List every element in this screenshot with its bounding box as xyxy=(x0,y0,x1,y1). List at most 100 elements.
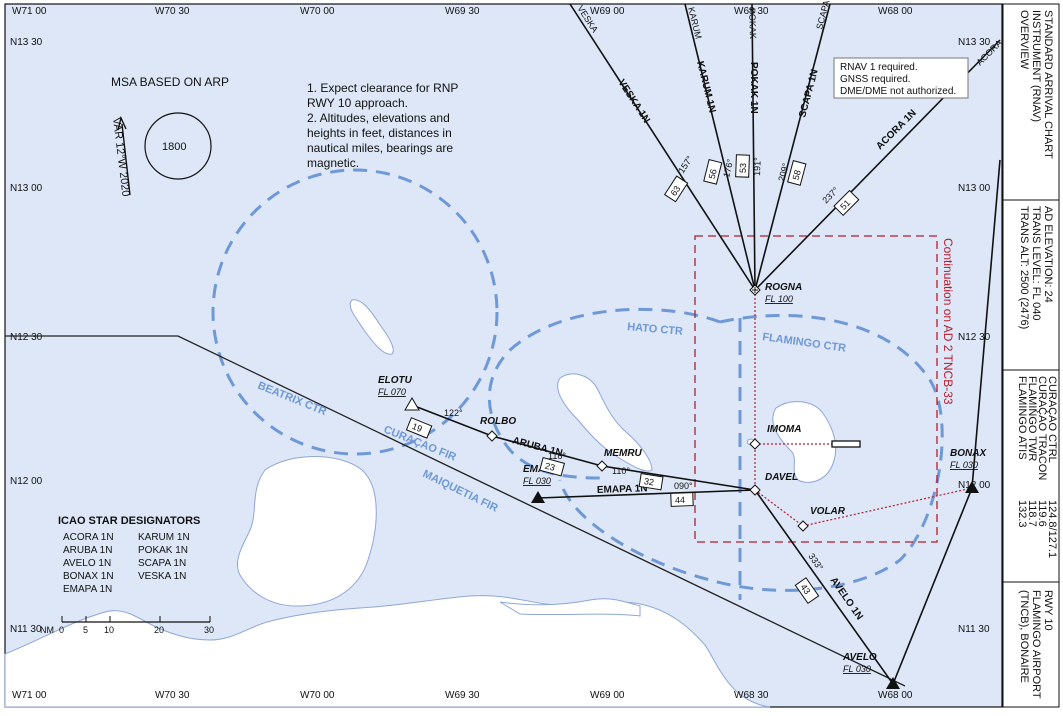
svg-text:TRANS ALT: 2500 (2476): TRANS ALT: 2500 (2476) xyxy=(1018,206,1030,329)
svg-text:heights in feet, distances in: heights in feet, distances in xyxy=(307,126,452,140)
avelo-label: AVELO xyxy=(842,652,877,663)
designators-list: ACORA 1N ARUBA 1N AVELO 1N BONAX 1N EMAP… xyxy=(63,532,190,595)
scapa-route-line xyxy=(754,3,831,291)
svg-text:N11 30: N11 30 xyxy=(958,624,990,635)
emapa-fl: FL 030 xyxy=(523,476,551,486)
svg-text:DME/DME not authorized.: DME/DME not authorized. xyxy=(840,86,956,97)
svg-text:W71 00: W71 00 xyxy=(12,6,47,17)
svg-text:ACORA 1N: ACORA 1N xyxy=(63,532,114,543)
davel-fix-icon xyxy=(749,484,761,496)
svg-text:19: 19 xyxy=(411,421,424,434)
svg-text:090°: 090° xyxy=(674,481,693,491)
notes: 1. Expect clearance for RNP RWY 10 appro… xyxy=(307,81,458,170)
svg-text:KARUM 1N: KARUM 1N xyxy=(138,532,190,543)
svg-text:N13 00: N13 00 xyxy=(10,183,43,194)
svg-text:132.3: 132.3 xyxy=(1016,500,1028,528)
runway-10 xyxy=(831,440,861,448)
svg-text:122°: 122° xyxy=(444,408,463,418)
svg-text:W69 00: W69 00 xyxy=(590,690,625,701)
north-arrow-line xyxy=(121,123,131,196)
svg-text:TRANS LEVEL: FL 040: TRANS LEVEL: FL 040 xyxy=(1030,206,1042,321)
rnav-requirements-box xyxy=(833,57,969,99)
bonax-fl: FL 030 xyxy=(950,460,978,470)
svg-text:N13 30: N13 30 xyxy=(958,37,991,48)
svg-text:N12 00: N12 00 xyxy=(10,476,43,487)
svg-text:W70 00: W70 00 xyxy=(300,690,335,701)
rogna-fl: FL 100 xyxy=(765,294,793,304)
msa-value: 1800 xyxy=(162,141,186,153)
avelo-fl: FL 030 xyxy=(843,664,871,674)
rolbo-fix-icon xyxy=(486,430,498,442)
aruba-route-line xyxy=(411,404,756,491)
svg-text:N13 00: N13 00 xyxy=(958,183,991,194)
svg-text:NM: NM xyxy=(40,625,54,635)
rogna-fix-icon xyxy=(749,284,761,296)
elotu-label: ELOTU xyxy=(378,375,413,386)
svg-text:SCAPA 1N: SCAPA 1N xyxy=(138,558,186,569)
svg-text:119.6: 119.6 xyxy=(1036,500,1048,527)
sea-area xyxy=(5,4,1002,707)
svg-text:INSTRUMENT (RNAV): INSTRUMENT (RNAV) xyxy=(1030,10,1042,122)
svg-text:1. Expect clearance for RNP: 1. Expect clearance for RNP xyxy=(307,81,458,95)
svg-text:AVELO 1N: AVELO 1N xyxy=(63,558,111,569)
davel-label: DAVEL xyxy=(765,472,798,483)
rogna-label: ROGNA xyxy=(765,282,802,293)
svg-text:CURAÇAO TRACON: CURAÇAO TRACON xyxy=(1036,376,1048,480)
svg-text:STANDARD ARRIVAL CHART: STANDARD ARRIVAL CHART xyxy=(1042,10,1054,159)
paraguana-peninsula xyxy=(236,456,377,607)
venezuela-coast xyxy=(4,595,771,708)
svg-text:N12 30: N12 30 xyxy=(958,332,991,343)
svg-text:W69 00: W69 00 xyxy=(590,6,625,17)
svg-text:(TNCB), BONAIRE: (TNCB), BONAIRE xyxy=(1018,590,1030,683)
hato-ctr-label: HATO CTR xyxy=(627,321,684,338)
svg-text:118.7: 118.7 xyxy=(1026,500,1038,527)
fir-boundary xyxy=(5,335,906,687)
svg-text:53: 53 xyxy=(738,163,748,173)
svg-text:W68 00: W68 00 xyxy=(878,6,913,17)
msa-circle xyxy=(144,112,212,180)
svg-text:116°: 116° xyxy=(548,451,566,461)
svg-text:AD ELEVATION: 24: AD ELEVATION: 24 xyxy=(1042,206,1054,303)
coastline-segment xyxy=(499,598,641,617)
svg-text:W68 30: W68 30 xyxy=(734,690,769,701)
svg-text:EMAPA 1N: EMAPA 1N xyxy=(63,584,112,595)
svg-text:43: 43 xyxy=(798,582,812,596)
memru-label: MEMRU xyxy=(604,448,643,459)
svg-text:32: 32 xyxy=(643,476,654,487)
svg-text:191°: 191° xyxy=(752,157,763,176)
svg-text:58: 58 xyxy=(791,169,803,181)
svg-text:56: 56 xyxy=(707,168,719,180)
svg-text:44: 44 xyxy=(675,495,685,505)
volar-label: VOLAR xyxy=(810,506,846,517)
emapa-route-line xyxy=(537,489,756,499)
distance-boxes: 63 56 53 58 51 19 23 32 44 43 xyxy=(405,154,860,604)
svg-text:W68 00: W68 00 xyxy=(878,690,913,701)
svg-text:RWY 10 approach.: RWY 10 approach. xyxy=(307,96,408,110)
svg-text:BONAX 1N: BONAX 1N xyxy=(63,571,114,582)
svg-text:ARUBA 1N: ARUBA 1N xyxy=(63,545,112,556)
rolbo-label: ROLBO xyxy=(480,416,516,427)
continuation-label: Continuation on AD 2 TNCB-33 xyxy=(941,238,955,405)
continuation-box xyxy=(694,235,938,543)
svg-text:2. Altitudes, elevations and: 2. Altitudes, elevations and xyxy=(307,111,450,125)
svg-text:W70 30: W70 30 xyxy=(155,6,190,17)
bonaire-island xyxy=(772,401,837,483)
emapa-fix-icon xyxy=(531,491,545,503)
svg-text:N11 30: N11 30 xyxy=(10,624,42,635)
transition-dotted xyxy=(754,290,973,527)
svg-text:209°: 209° xyxy=(776,162,791,183)
svg-text:110°: 110° xyxy=(612,466,630,476)
flamingo-ctr-boundary xyxy=(558,313,944,592)
svg-text:magnetic.: magnetic. xyxy=(307,156,359,170)
emapa-route-label: EMAPA 1N xyxy=(597,483,648,496)
svg-text:W69 30: W69 30 xyxy=(445,6,480,17)
svg-text:FLAMINGO AIRPORT: FLAMINGO AIRPORT xyxy=(1030,590,1042,699)
fix-symbols xyxy=(404,284,979,689)
curacao-island xyxy=(557,373,653,472)
svg-text:CURAÇAO CTRL: CURAÇAO CTRL xyxy=(1046,376,1058,463)
svg-text:VESKA 1N: VESKA 1N xyxy=(138,571,186,582)
pokak-route-label: POKAK 1N xyxy=(748,62,759,114)
svg-text:POKAK: POKAK xyxy=(747,8,758,39)
svg-text:20: 20 xyxy=(154,625,164,635)
